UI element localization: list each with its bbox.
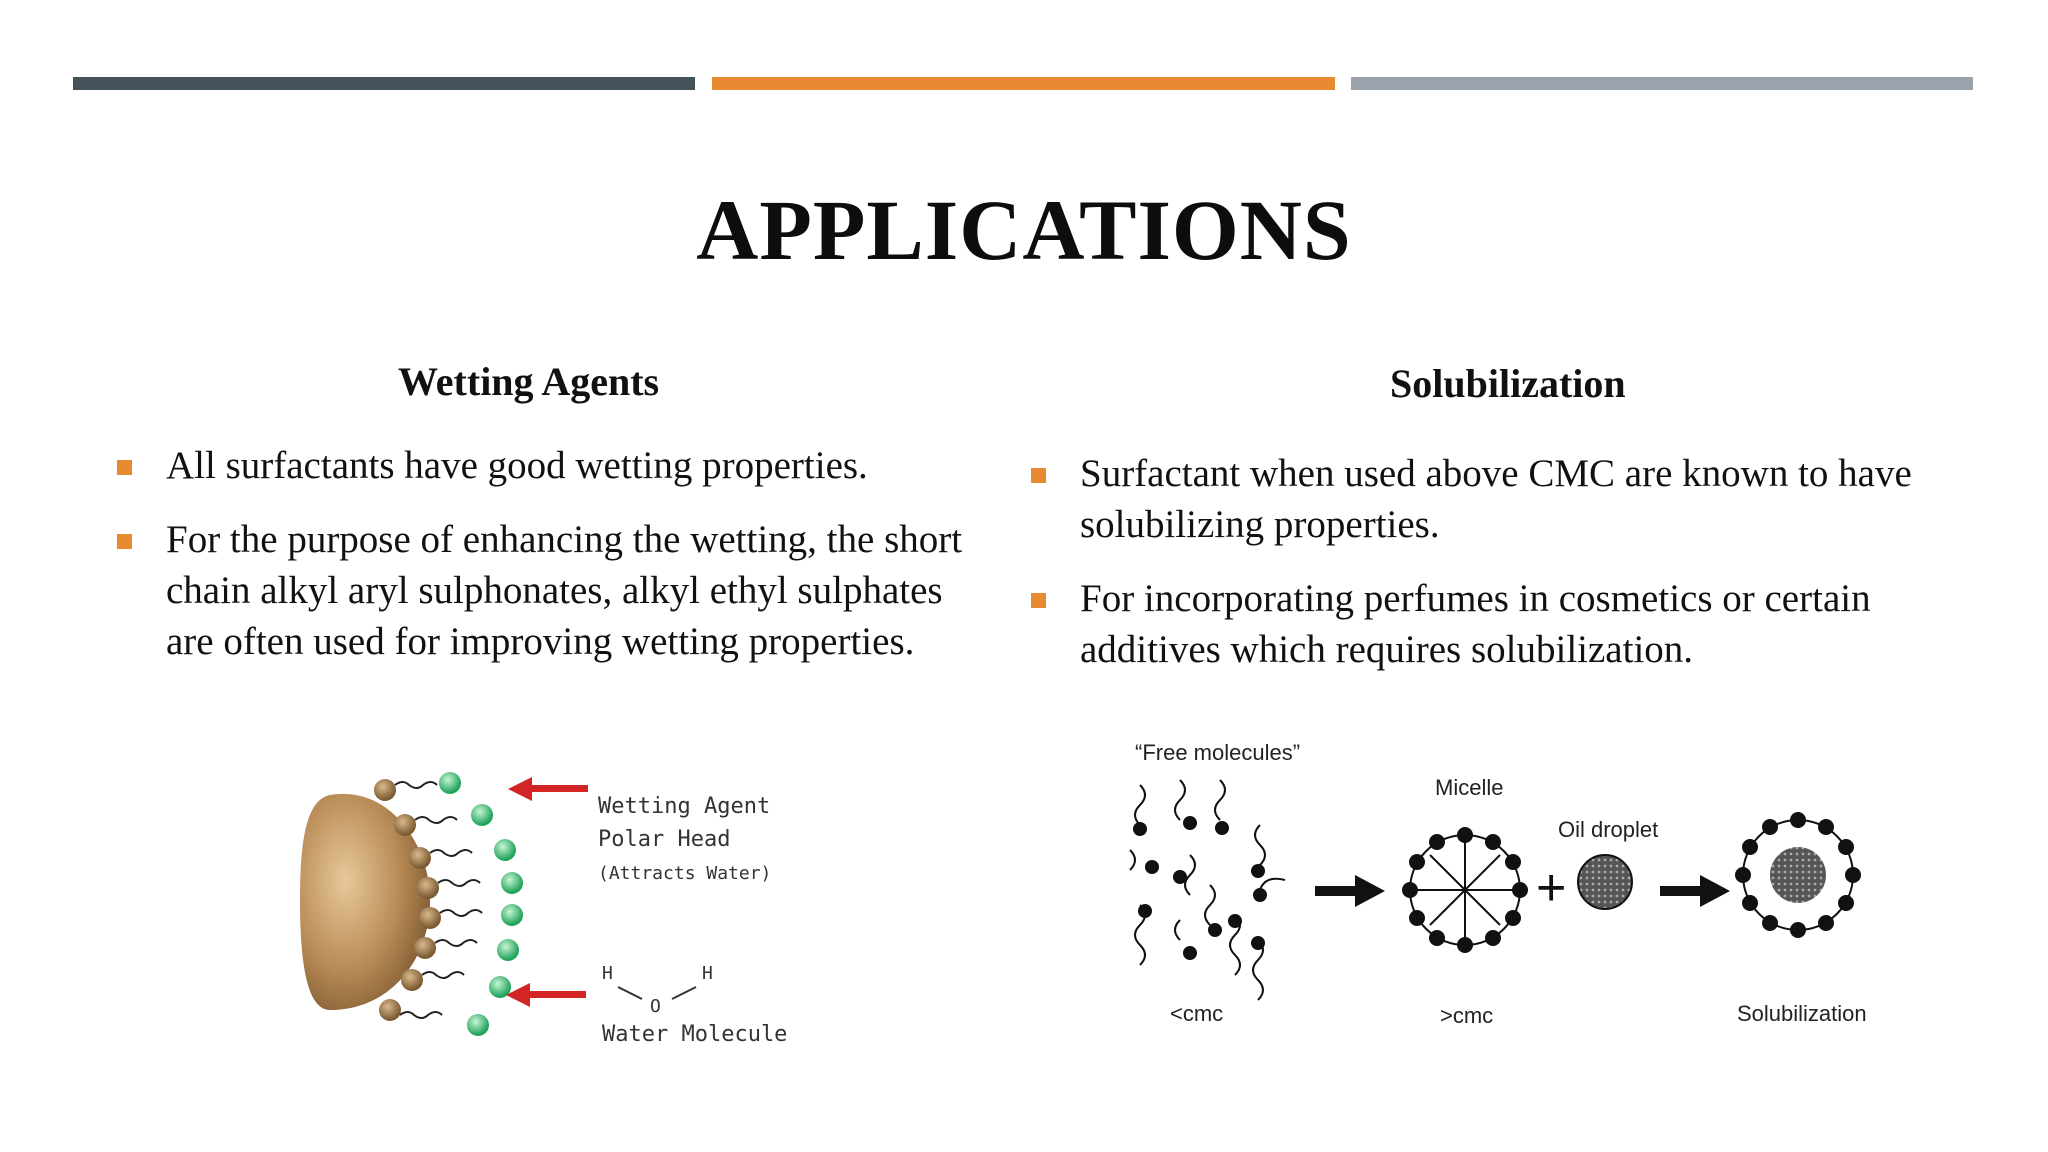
wetting-bullet-list: All surfactants have good wetting proper… <box>117 440 976 690</box>
label-free-molecules: “Free molecules” <box>1135 740 1300 765</box>
free-molecules <box>1129 779 1286 1001</box>
accent-bar-grey <box>1351 77 1973 90</box>
arrow-right-2 <box>1660 875 1730 907</box>
bullet-item: All surfactants have good wetting proper… <box>117 440 976 491</box>
accent-bar-orange <box>712 77 1335 90</box>
solubilization-heading: Solubilization <box>1390 361 1626 406</box>
wetting-agents-heading: Wetting Agents <box>398 359 660 404</box>
bullet-square-icon <box>117 534 132 549</box>
arrow-right-1 <box>1315 875 1385 907</box>
micelle-shape <box>1402 827 1528 953</box>
label-below-cmc: <cmc <box>1170 1001 1223 1026</box>
solubilization-figure: “Free molecules” <cmc Micelle <box>1110 725 1890 1045</box>
surfactant-molecules <box>374 772 523 1036</box>
solubilization-bullet-list: Surfactant when used above CMC are known… <box>1031 448 1950 698</box>
red-arrow-bottom <box>506 983 586 1007</box>
bullet-square-icon <box>1031 468 1046 483</box>
bullet-text: All surfactants have good wetting proper… <box>166 444 868 487</box>
label-attracts-water: (Attracts Water) <box>598 863 771 884</box>
label-above-cmc: >cmc <box>1440 1003 1493 1028</box>
label-solubilization: Solubilization <box>1737 1001 1867 1026</box>
wetting-agent-diagram: Wetting Agent Polar Head (Attracts Water… <box>300 772 787 1047</box>
red-arrow-top <box>508 777 588 801</box>
solubilization-diagram: “Free molecules” <cmc Micelle <box>1129 740 1867 1028</box>
label-h-left: H <box>602 963 613 984</box>
bullet-square-icon <box>117 460 132 475</box>
solubilized-micelle-shape <box>1735 812 1861 938</box>
accent-bar-dark <box>73 77 695 90</box>
bullet-item: For incorporating perfumes in cosmetics … <box>1031 573 1950 675</box>
label-water-molecule: Water Molecule <box>602 1022 787 1047</box>
bullet-square-icon <box>1031 593 1046 608</box>
label-o: O <box>650 996 661 1017</box>
label-h-right: H <box>702 963 713 984</box>
bullet-text: For incorporating perfumes in cosmetics … <box>1080 577 1871 671</box>
label-oil-droplet: Oil droplet <box>1558 817 1658 842</box>
plus-sign: + <box>1536 859 1566 917</box>
label-polar-head: Polar Head <box>598 827 730 852</box>
bullet-item: For the purpose of enhancing the wetting… <box>117 514 976 667</box>
slide-title: APPLICATIONS <box>696 182 1352 278</box>
wetting-agent-figure: Wetting Agent Polar Head (Attracts Water… <box>250 725 870 1070</box>
bullet-text: Surfactant when used above CMC are known… <box>1080 452 1912 546</box>
label-micelle: Micelle <box>1435 775 1503 800</box>
bullet-item: Surfactant when used above CMC are known… <box>1031 448 1950 550</box>
label-wetting-agent: Wetting Agent <box>598 794 770 819</box>
oil-droplet-shape <box>1577 854 1633 910</box>
bullet-text: For the purpose of enhancing the wetting… <box>166 518 963 663</box>
droplet-shape <box>300 793 430 1010</box>
